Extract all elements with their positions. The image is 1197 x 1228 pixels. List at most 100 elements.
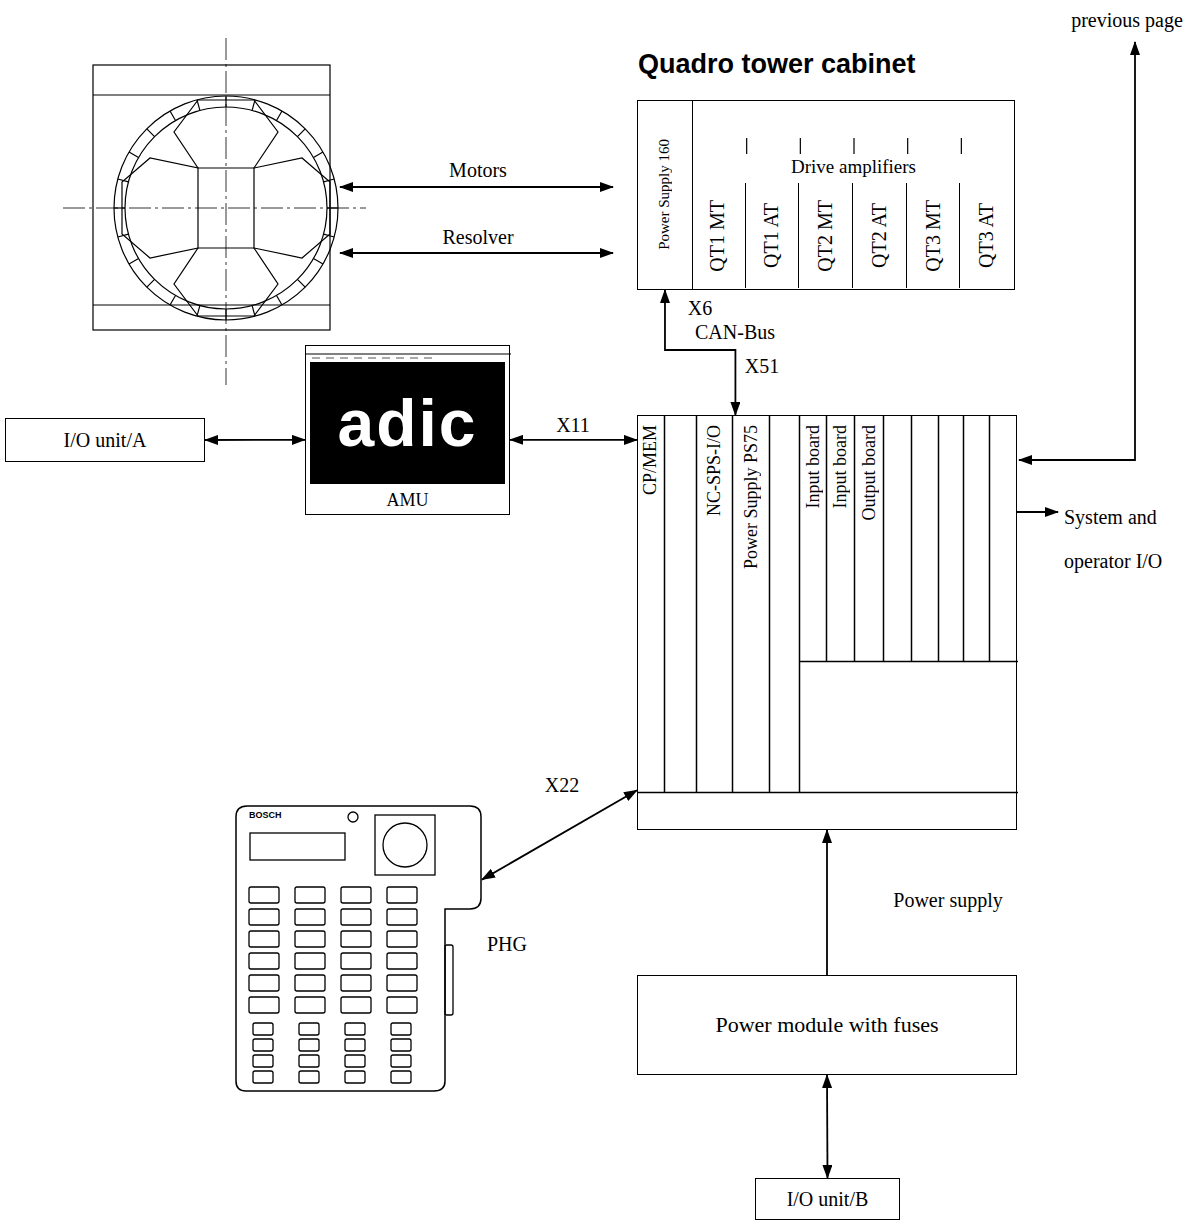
text-label: X51 xyxy=(743,355,781,378)
number-key xyxy=(299,1055,319,1067)
key xyxy=(295,909,325,925)
group-heading: Drive amplifiers xyxy=(693,156,1015,178)
pendant-outline xyxy=(235,805,482,1092)
text-label: System and operator I/O xyxy=(1064,495,1192,583)
number-key xyxy=(391,1039,411,1051)
pendant-body xyxy=(236,806,481,1091)
board-slot: Power Supply 160 xyxy=(637,100,693,290)
text-label: Motors xyxy=(447,159,509,182)
key xyxy=(387,975,417,991)
slot-label: QT1 MT xyxy=(706,200,729,272)
number-key xyxy=(253,1023,273,1035)
key xyxy=(341,931,371,947)
rim-cell-line xyxy=(277,111,283,121)
text-label: X6 xyxy=(686,297,714,320)
connector-label: CAN-Bus xyxy=(693,321,777,344)
slot-label: QT2 MT xyxy=(814,200,837,272)
board-slot: Input board xyxy=(800,415,827,662)
number-key xyxy=(299,1039,319,1051)
number-key xyxy=(391,1023,411,1035)
box-label: I/O unit/B xyxy=(787,1188,869,1211)
number-key xyxy=(345,1023,365,1035)
drive-amplifier-group: Drive amplifiersQT1 MT QT1 AT QT2 MT QT2 AT… xyxy=(693,100,1015,290)
unit-box: Power module with fuses xyxy=(637,975,1017,1075)
menu-item xyxy=(326,358,334,359)
key xyxy=(295,975,325,991)
connector xyxy=(510,439,637,441)
slot-divider xyxy=(799,416,801,793)
slot-divider xyxy=(911,416,913,662)
menu-item xyxy=(354,358,362,359)
connector-label: Power supply xyxy=(891,889,1004,912)
cabinet-box: Quadro tower cabinetPower Supply 160Driv… xyxy=(637,100,1015,290)
key xyxy=(387,887,417,903)
number-key xyxy=(253,1055,273,1067)
side-grip xyxy=(445,945,453,1015)
connector-label: X22 xyxy=(543,774,581,797)
amu-window: adicAMU xyxy=(305,345,510,515)
box-label: I/O unit/A xyxy=(64,429,147,452)
connector xyxy=(482,790,637,879)
unit-box: I/O unit/A xyxy=(5,418,205,462)
slot-label: Power Supply 160 xyxy=(656,139,673,250)
number-key xyxy=(299,1023,319,1035)
number-key xyxy=(299,1071,319,1083)
tick-marks xyxy=(693,100,1015,290)
key xyxy=(387,931,417,947)
menu-item xyxy=(340,358,348,359)
key xyxy=(341,997,371,1013)
number-key xyxy=(345,1039,365,1051)
rack-divider xyxy=(800,661,1019,663)
amplifier-slot: QT3 AT xyxy=(959,183,1013,288)
dial-frame xyxy=(375,815,435,875)
key xyxy=(249,931,279,947)
number-key xyxy=(345,1071,365,1083)
amplifier-slot: QT2 AT xyxy=(852,183,906,288)
handheld-pendant: BOSCHPHG xyxy=(235,805,482,1092)
key xyxy=(295,997,325,1013)
amplifier-slot: QT2 MT xyxy=(798,183,852,288)
board-slot: CP/MEM xyxy=(637,415,665,793)
key xyxy=(249,953,279,969)
tick-line xyxy=(853,138,854,154)
tick-line xyxy=(799,138,800,154)
number-key xyxy=(391,1071,411,1083)
amplifier-slot: QT1 MT xyxy=(691,183,745,288)
slot-divider xyxy=(696,416,698,793)
amplifier-slot: QT3 MT xyxy=(906,183,960,288)
connector xyxy=(205,439,305,441)
board-slot: Power Supply PS75 xyxy=(733,415,770,793)
rim-cell-line xyxy=(147,129,155,137)
title-bar-line xyxy=(306,354,511,355)
slot-divider xyxy=(989,416,991,662)
slot-label: NC-SPS-I/O xyxy=(704,425,725,516)
menu-item xyxy=(424,358,432,359)
key xyxy=(249,909,279,925)
status-lamp xyxy=(348,812,358,822)
slot-label: QT3 MT xyxy=(922,200,945,272)
slot-divider xyxy=(963,416,965,662)
rim-cell-line xyxy=(297,129,305,137)
number-key xyxy=(391,1055,411,1067)
dial xyxy=(383,823,427,867)
slot-label: QT2 AT xyxy=(868,203,891,268)
slot-divider xyxy=(854,416,856,662)
logo-band: adic xyxy=(310,362,505,484)
menu-item xyxy=(312,358,320,359)
slot-label: Input board xyxy=(803,425,824,508)
key xyxy=(341,975,371,991)
pendant-display xyxy=(250,833,345,860)
amplifier-slot: QT1 AT xyxy=(745,183,799,288)
slot-divider xyxy=(732,416,734,793)
rack-slot-lines xyxy=(638,416,1018,831)
brand-text: BOSCH xyxy=(249,810,282,820)
key xyxy=(295,931,325,947)
menu-item xyxy=(396,358,404,359)
key xyxy=(249,887,279,903)
unit-caption: AMU xyxy=(306,490,509,511)
menu-item xyxy=(368,358,376,359)
key xyxy=(295,887,325,903)
slot-label: Power Supply PS75 xyxy=(741,425,762,569)
key xyxy=(249,975,279,991)
